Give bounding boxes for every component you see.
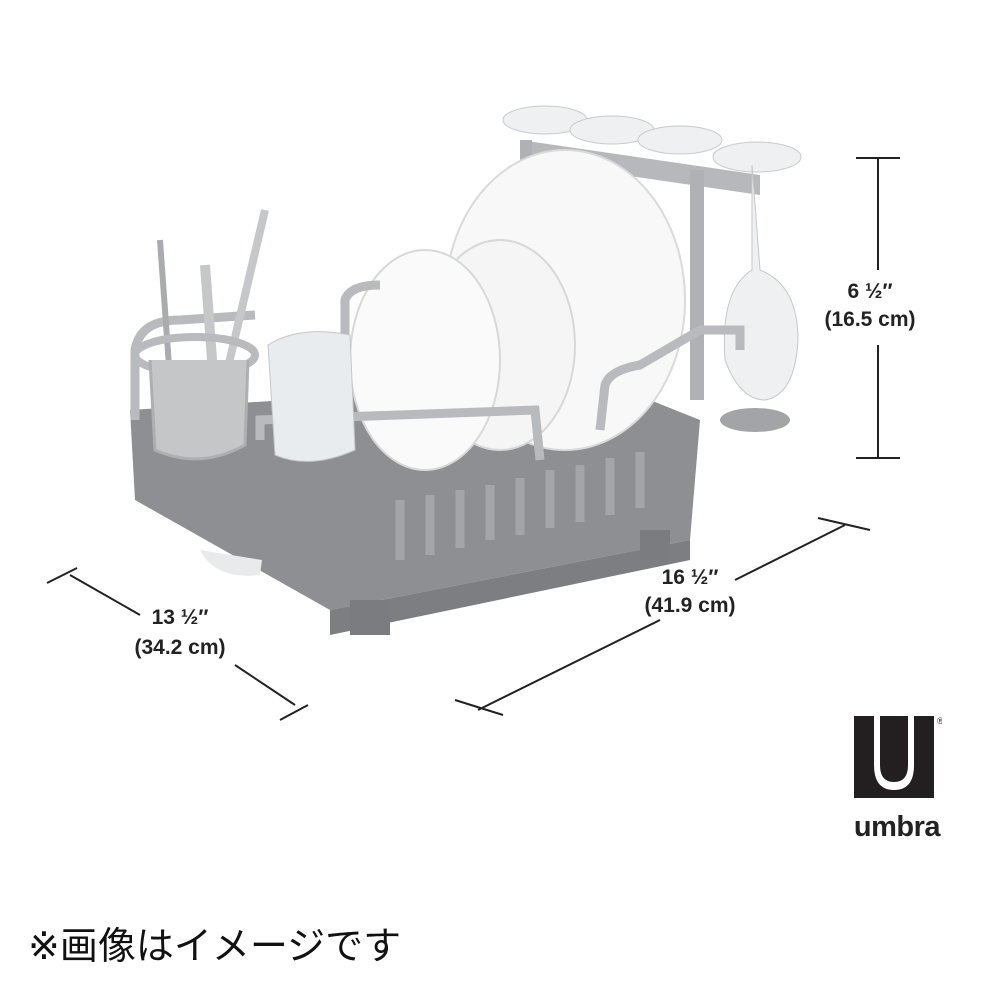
utensil-caddy: [131, 209, 269, 461]
depth-dimension: 13 ½″ (34.2 cm): [120, 606, 240, 660]
width-dimension: 16 ½″ (41.9 cm): [630, 566, 750, 618]
height-dimension: 6 ½″ (16.5 cm): [820, 280, 920, 332]
dimension-lines: [46, 157, 900, 721]
umbra-logo-mark: ®: [854, 716, 944, 798]
registered-mark: ®: [937, 716, 942, 726]
height-imperial: 6 ½″: [847, 280, 893, 303]
umbra-logo: ® umbra: [852, 710, 944, 844]
rack-frame: [130, 280, 745, 461]
image-disclaimer: ※画像はイメージです: [28, 924, 402, 968]
brand-name: umbra: [853, 811, 941, 843]
plates: [349, 149, 686, 471]
glass: [267, 331, 356, 462]
width-metric: (41.9 cm): [644, 594, 736, 617]
height-metric: (16.5 cm): [824, 308, 916, 331]
depth-metric: (34.2 cm): [134, 636, 226, 659]
width-imperial: 16 ½″: [661, 566, 719, 589]
depth-imperial: 13 ½″: [151, 606, 209, 629]
